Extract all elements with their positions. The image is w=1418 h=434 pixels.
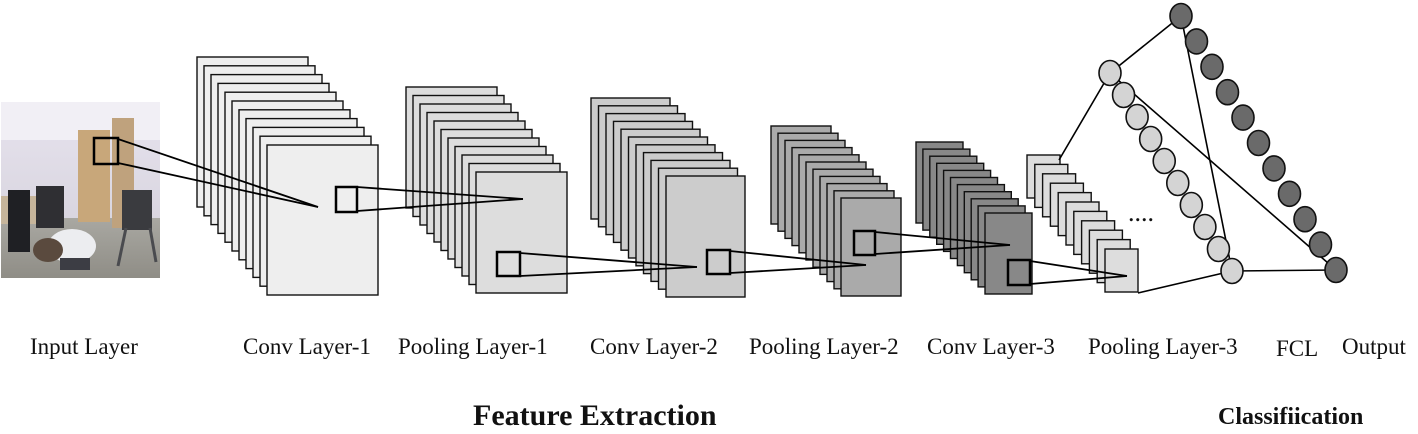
conv3-receptive-field: [1006, 258, 1032, 287]
fcl-node: [1179, 191, 1204, 219]
pool3-feature-map: [1104, 248, 1139, 293]
conv-layer-3-feature-maps: [915, 141, 1033, 295]
output-node: [1277, 180, 1302, 208]
pooling-layer-1-feature-maps: [405, 86, 568, 294]
conv-layer-2-feature-maps: [590, 97, 746, 298]
output-node: [1324, 256, 1348, 284]
conv1-feature-map: [266, 144, 379, 296]
ellipsis: ....: [1128, 198, 1154, 227]
input-receptive-field: [92, 136, 120, 166]
output-nodes: [1169, 2, 1348, 284]
conv2-receptive-field: [705, 248, 732, 276]
fcl-node: [1193, 213, 1217, 241]
conv2-feature-map: [665, 175, 746, 298]
fcl-node: [1138, 125, 1163, 153]
fcl-node: [1098, 59, 1122, 87]
output-node: [1169, 2, 1193, 30]
output-node: [1293, 205, 1317, 233]
fcl-node: [1125, 103, 1149, 131]
output-node: [1200, 53, 1224, 81]
conv1-receptive-field: [334, 185, 359, 214]
label-pooling-layer-1: Pooling Layer-1: [398, 334, 548, 359]
fcl-node: [1111, 81, 1136, 109]
section-classification: Classifiication: [1218, 404, 1364, 430]
fcl-node: [1206, 235, 1231, 263]
input-image: [1, 102, 160, 278]
label-pooling-layer-2: Pooling Layer-2: [749, 334, 899, 359]
label-conv-layer-3: Conv Layer-3: [927, 334, 1055, 359]
label-output: Output: [1342, 334, 1406, 359]
fcl-node: [1152, 147, 1177, 175]
projection-lines: [117, 138, 1128, 285]
output-node: [1231, 104, 1255, 131]
output-node: [1184, 28, 1209, 55]
pooling-layer-3-feature-maps: [1026, 154, 1139, 293]
pool2-receptive-field: [852, 229, 877, 257]
receptive-fields: [334, 185, 1032, 287]
conv-layer-1-feature-maps: [196, 56, 379, 296]
output-node: [1215, 78, 1240, 106]
label-fcl: FCL: [1276, 336, 1319, 361]
fcl-node: [1165, 169, 1190, 197]
pool1-feature-map: [475, 171, 568, 294]
label-pooling-layer-3: Pooling Layer-3: [1088, 334, 1238, 359]
output-node: [1246, 129, 1271, 157]
fcl-nodes: [1098, 59, 1244, 285]
label-conv-layer-1: Conv Layer-1: [243, 334, 371, 359]
pool2-feature-map: [840, 197, 902, 297]
label-conv-layer-2: Conv Layer-2: [590, 334, 718, 359]
fcl-node: [1220, 257, 1244, 285]
label-input-layer: Input Layer: [30, 334, 138, 359]
output-node: [1262, 155, 1286, 182]
output-node: [1308, 231, 1333, 258]
pooling-layer-2-feature-maps: [770, 125, 902, 297]
section-feature-extraction: Feature Extraction: [473, 399, 717, 432]
fc-connections: [1058, 15, 1337, 294]
pool1-receptive-field: [495, 250, 522, 278]
